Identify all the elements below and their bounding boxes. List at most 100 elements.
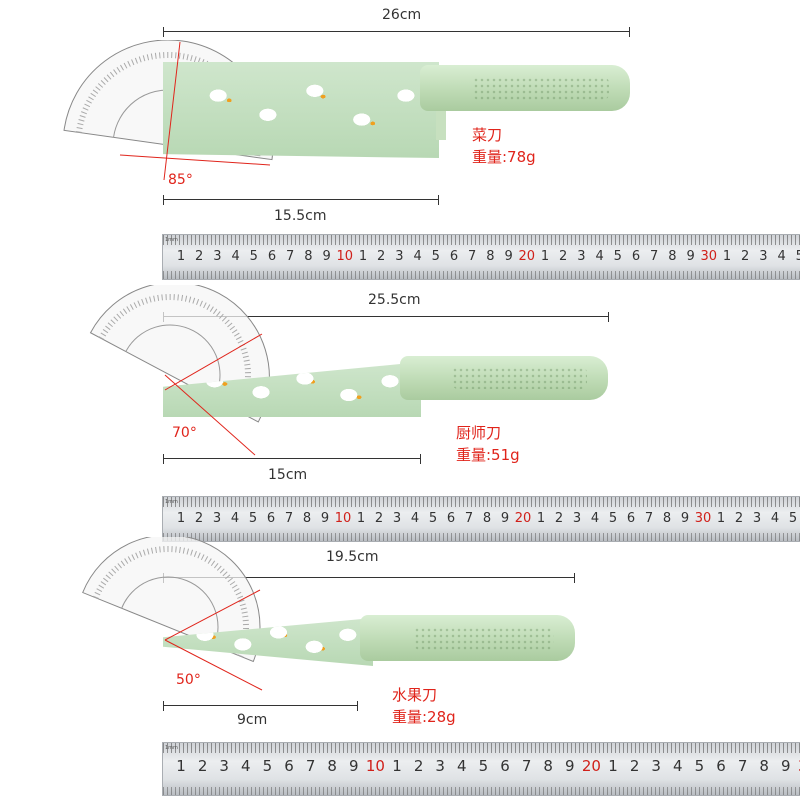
total-length-label: 25.5cm — [368, 292, 421, 308]
ruler-number: 1 — [176, 249, 186, 264]
ruler-number: 3 — [572, 511, 582, 526]
ruler-number: 5 — [249, 249, 258, 264]
ruler-number: 5 — [478, 757, 489, 775]
blade-length-dimension — [163, 454, 421, 464]
ruler-number: 1 — [716, 511, 726, 526]
knife-name: 菜刀 — [472, 126, 503, 144]
ruler-number: 4 — [231, 249, 240, 264]
ruler-number: 2 — [195, 249, 204, 264]
ruler-number: 4 — [673, 757, 683, 775]
ruler-number: 6 — [449, 249, 459, 264]
ruler-number: 3 — [752, 511, 762, 526]
ruler-number: 6 — [284, 757, 294, 775]
ruler-number: 30 — [700, 249, 718, 264]
angle-line-edge — [164, 374, 256, 456]
knife-weight: 重量:78g — [472, 148, 536, 166]
knife-blade — [163, 62, 439, 158]
ruler-unit-mark: 1mm — [165, 499, 178, 505]
blade-length-label: 15cm — [268, 467, 308, 483]
angle-line-vertical — [163, 41, 181, 181]
ruler-number: 3 — [395, 249, 404, 264]
ruler-number: 8 — [759, 757, 769, 775]
angle-line-diagonal — [164, 333, 263, 391]
ruler-number: 7 — [650, 249, 659, 264]
ruler-number: 1 — [540, 249, 550, 264]
ruler-number: 9 — [320, 511, 330, 526]
ruler-number: 7 — [286, 249, 295, 264]
ruler-number: 5 — [788, 511, 798, 526]
angle-lines — [164, 333, 263, 456]
ruler-number: 6 — [266, 511, 276, 526]
ruler-number: 4 — [457, 757, 467, 775]
ruler-number: 8 — [668, 249, 677, 264]
angle-label: 50° — [176, 672, 201, 688]
ruler-number: 5 — [428, 511, 438, 526]
protractor — [82, 537, 261, 663]
ruler-number: 10 — [336, 249, 354, 264]
ruler-number: 7 — [521, 757, 532, 775]
ruler-number: 8 — [304, 249, 313, 264]
ruler-number: 1 — [608, 757, 618, 775]
ruler-number: 2 — [413, 757, 424, 775]
ruler-number: 1 — [176, 757, 186, 775]
ruler-number: 4 — [770, 511, 780, 526]
ruler-number: 3 — [212, 511, 222, 526]
knife-handle — [420, 65, 630, 111]
ruler-ticks — [163, 533, 800, 541]
ruler-number: 10 — [365, 757, 385, 775]
ruler-number: 6 — [626, 511, 636, 526]
blade-length-label: 9cm — [237, 712, 268, 728]
knife-handle — [400, 356, 608, 400]
ruler-number: 8 — [662, 511, 672, 526]
ruler-number: 6 — [631, 249, 641, 264]
ruler-number: 3 — [759, 249, 768, 264]
ruler-number: 2 — [554, 511, 564, 526]
ruler-ticks — [163, 743, 800, 753]
ruler-ticks — [163, 497, 800, 507]
ruler-number: 1 — [536, 511, 546, 526]
ruler-number: 6 — [500, 757, 510, 775]
ruler-number: 3 — [577, 249, 586, 264]
ruler-number: 5 — [248, 511, 258, 526]
ruler-number: 9 — [349, 757, 359, 775]
ruler-number: 4 — [241, 757, 251, 775]
blade-length-label: 15.5cm — [274, 208, 327, 224]
ruler-number: 5 — [608, 511, 618, 526]
ruler-number: 3 — [435, 757, 445, 775]
knife-name: 厨师刀 — [456, 424, 502, 442]
ruler-number: 4 — [595, 249, 604, 264]
ruler-number: 7 — [284, 511, 294, 526]
angle-lines — [119, 41, 271, 181]
ruler-number: 7 — [305, 757, 316, 775]
knife-weight: 重量:28g — [392, 708, 456, 726]
ruler-unit-mark: 1mm — [165, 745, 178, 751]
ruler-number: 4 — [230, 511, 240, 526]
ruler-number: 3 — [219, 757, 229, 775]
ruler-number: 7 — [464, 511, 474, 526]
ruler-number: 1 — [392, 757, 402, 775]
total-length-label: 19.5cm — [326, 549, 379, 565]
ruler-number: 6 — [446, 511, 456, 526]
ruler-number: 9 — [322, 249, 331, 264]
ruler-number: 1 — [722, 249, 732, 264]
ruler-number: 3 — [392, 511, 402, 526]
total-length-label: 26cm — [382, 7, 422, 23]
ruler-number: 9 — [686, 249, 695, 264]
ruler-number: 2 — [629, 757, 640, 775]
ruler-number: 1 — [176, 511, 186, 526]
angle-line-edge — [164, 639, 263, 691]
ruler-number: 30 — [798, 757, 800, 775]
ruler-number: 8 — [486, 249, 495, 264]
ruler-number: 4 — [777, 249, 786, 264]
ruler-ticks — [163, 787, 800, 795]
ruler-number: 3 — [213, 249, 222, 264]
ruler-number: 1 — [356, 511, 366, 526]
knife-name: 水果刀 — [392, 686, 438, 704]
blade-length-dimension — [163, 195, 439, 205]
angle-label: 70° — [172, 425, 197, 441]
ruler-number: 9 — [504, 249, 513, 264]
ruler-number: 2 — [197, 757, 208, 775]
ruler-number: 30 — [694, 511, 712, 526]
ruler-number: 6 — [267, 249, 277, 264]
